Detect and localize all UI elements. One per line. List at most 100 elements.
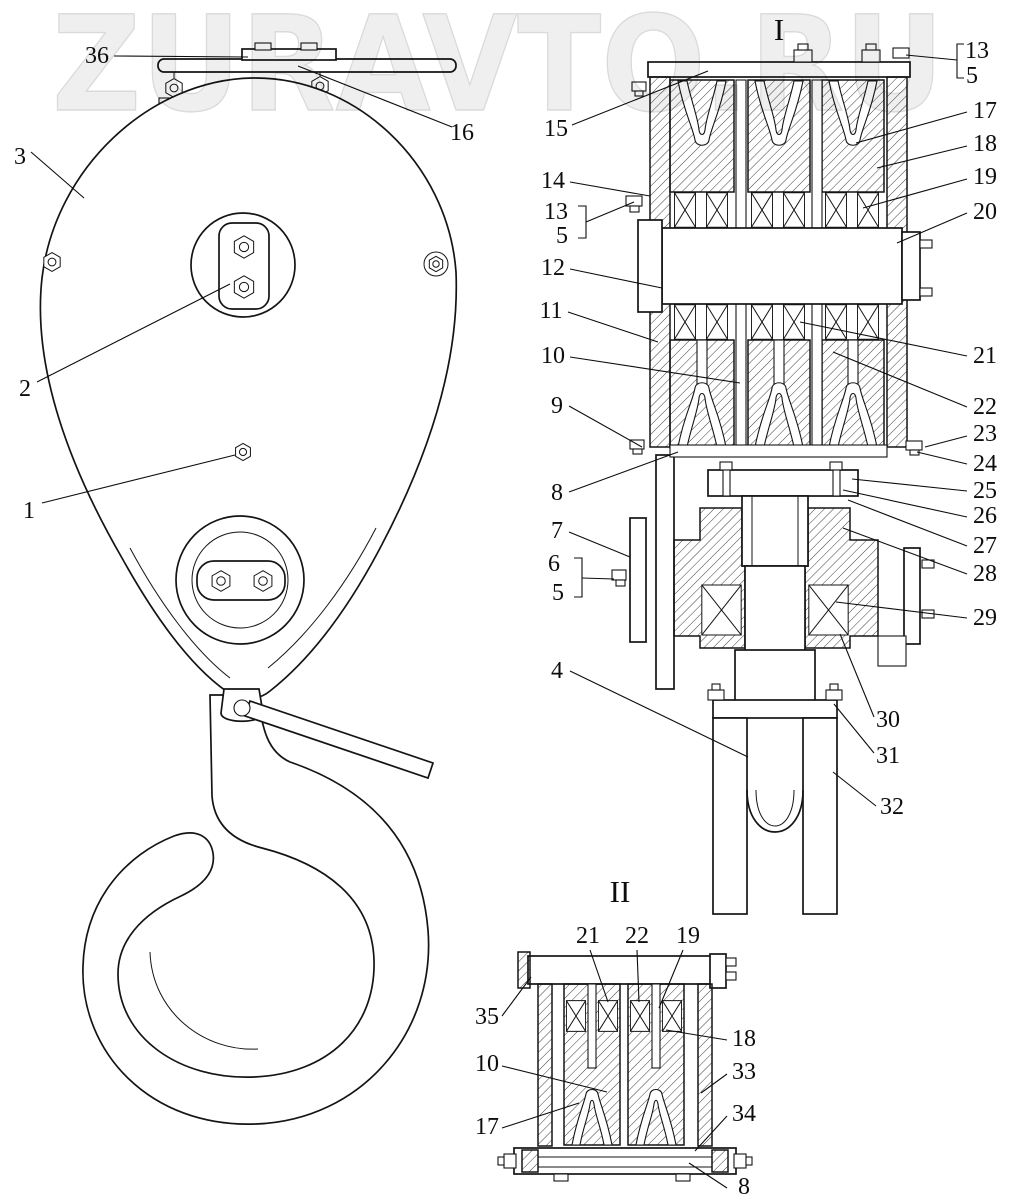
rope-groove bbox=[571, 1088, 613, 1146]
top-right-bolt bbox=[892, 47, 910, 59]
bearing bbox=[598, 1000, 618, 1032]
part-number-27: 27 bbox=[973, 533, 997, 559]
part-number-28: 28 bbox=[973, 561, 997, 587]
part-number-17: 17 bbox=[973, 98, 997, 124]
part-number-5: 5 bbox=[966, 63, 978, 89]
tie-rod-end-left bbox=[503, 1153, 517, 1169]
leader-line-17 bbox=[501, 1102, 580, 1129]
cheek-section-right bbox=[697, 983, 713, 1147]
leader-line-18 bbox=[876, 145, 968, 169]
leader-line-32 bbox=[832, 771, 877, 807]
thrust-step bbox=[877, 635, 907, 667]
annotation-layer: 3616321151413512111098765413517181920212… bbox=[14, 12, 997, 1200]
part-number-19: 19 bbox=[676, 923, 700, 949]
trunnion-bolt bbox=[253, 570, 273, 592]
leader-line-25 bbox=[851, 478, 968, 492]
bar-bolt-head bbox=[300, 42, 318, 51]
part-number-4: 4 bbox=[551, 658, 563, 684]
trunnion-nut bbox=[233, 235, 255, 259]
bearing bbox=[630, 1000, 650, 1032]
part-number-24: 24 bbox=[973, 451, 997, 477]
bracket-line-1 bbox=[585, 201, 635, 223]
bracket-line-0 bbox=[578, 205, 587, 239]
leader-line-15 bbox=[571, 70, 709, 126]
part-number-10: 10 bbox=[475, 1051, 499, 1077]
part-number-13: 13 bbox=[965, 38, 989, 64]
leader-line-8 bbox=[568, 451, 679, 493]
leader-line-21 bbox=[589, 949, 609, 1003]
leader-line-11 bbox=[567, 311, 659, 343]
axle-bolt bbox=[919, 239, 933, 249]
leader-line-4 bbox=[569, 670, 749, 758]
latch-pivot-pin bbox=[233, 699, 251, 717]
hook bbox=[82, 694, 430, 1125]
tie-bolt bbox=[905, 440, 923, 451]
leader-line-33 bbox=[700, 1073, 728, 1094]
part-number-23: 23 bbox=[973, 421, 997, 447]
rope-groove bbox=[754, 80, 804, 146]
leader-line-28 bbox=[842, 527, 968, 575]
side-bolt-left bbox=[43, 252, 61, 272]
part-number-18: 18 bbox=[732, 1026, 756, 1052]
top-plate bbox=[647, 61, 911, 78]
trunnion-bolt bbox=[211, 570, 231, 592]
trunnion-flange-right bbox=[903, 547, 921, 645]
leader-line-29 bbox=[835, 601, 968, 619]
part-number-8: 8 bbox=[738, 1174, 750, 1200]
section-label-I: I bbox=[774, 12, 784, 47]
leader-line-35 bbox=[501, 976, 532, 1017]
thrust-bearing bbox=[809, 585, 848, 635]
part-number-31: 31 bbox=[876, 743, 900, 769]
part-number-17: 17 bbox=[475, 1114, 499, 1140]
trunnion-bolt-left bbox=[611, 569, 627, 581]
part-number-8: 8 bbox=[551, 480, 563, 506]
part-number-6: 6 bbox=[548, 551, 560, 577]
bearing bbox=[662, 1000, 682, 1032]
leader-line-14 bbox=[569, 181, 651, 197]
bearing bbox=[674, 192, 696, 228]
clevis-shoulder bbox=[712, 699, 838, 719]
leader-line-8 bbox=[688, 1162, 728, 1189]
part-number-13: 13 bbox=[544, 199, 568, 225]
part-number-5: 5 bbox=[552, 580, 564, 606]
stud bbox=[832, 469, 841, 497]
part-number-25: 25 bbox=[973, 478, 997, 504]
axle-end-washer-left bbox=[637, 219, 663, 313]
leader-line-17 bbox=[855, 111, 968, 144]
part-number-15: 15 bbox=[544, 116, 568, 142]
part-number-29: 29 bbox=[973, 605, 997, 631]
tie-rod-end-right bbox=[733, 1153, 747, 1169]
part-number-11: 11 bbox=[539, 298, 562, 324]
leader-line-9 bbox=[568, 405, 643, 448]
bottom-tie bbox=[669, 444, 888, 458]
bearing bbox=[783, 192, 805, 228]
bar-bolt-head bbox=[254, 42, 272, 51]
part-number-7: 7 bbox=[551, 518, 563, 544]
clevis-leg-left bbox=[712, 717, 748, 915]
leader-line-2 bbox=[36, 283, 231, 383]
stud bbox=[722, 469, 731, 497]
part-number-21: 21 bbox=[576, 923, 600, 949]
bracket-line-4 bbox=[956, 43, 964, 79]
leader-line-30 bbox=[839, 633, 875, 718]
bearing bbox=[857, 192, 879, 228]
bottom-plate-II bbox=[513, 1147, 737, 1175]
leader-line-20 bbox=[896, 212, 968, 244]
part-number-19: 19 bbox=[973, 164, 997, 190]
hook-shank bbox=[734, 649, 816, 703]
leader-line-34 bbox=[694, 1115, 728, 1152]
thrust-bearing bbox=[702, 585, 741, 635]
top-plate-II bbox=[527, 955, 723, 985]
rope-groove bbox=[635, 1088, 677, 1146]
leader-line-27 bbox=[847, 499, 968, 547]
bearing bbox=[751, 304, 773, 340]
part-number-26: 26 bbox=[973, 503, 997, 529]
bracket-line-5 bbox=[905, 54, 958, 61]
axle-bolt bbox=[919, 287, 933, 297]
leader-line-7 bbox=[568, 531, 631, 558]
part-number-22: 22 bbox=[625, 923, 649, 949]
hook-shank-upper bbox=[744, 565, 806, 655]
leader-line-10 bbox=[501, 1065, 608, 1093]
